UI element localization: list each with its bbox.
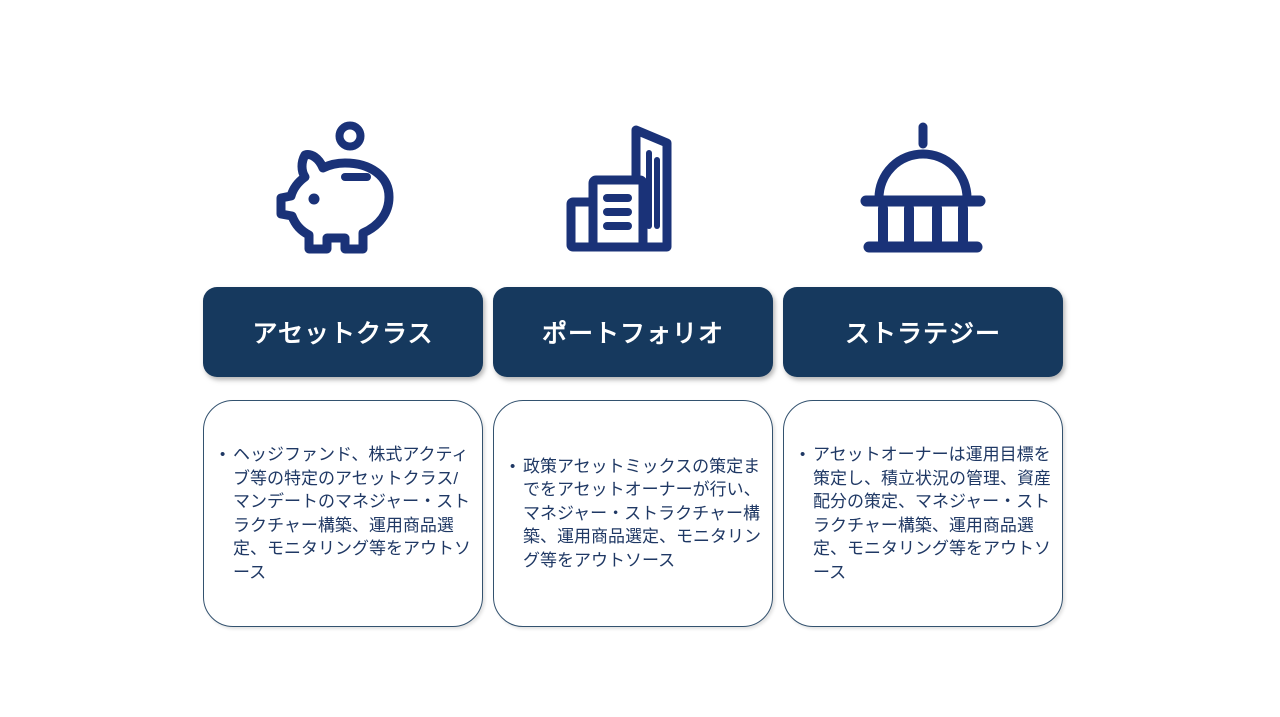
- icon-area: [493, 0, 773, 287]
- column-asset-class: アセットクラス • ヘッジファンド、株式アクティブ等の特定のアセットクラス/マン…: [203, 0, 483, 627]
- bullet-text: アセットオーナーは運用目標を策定し、積立状況の管理、資産配分の策定、マネジャー・…: [813, 445, 1051, 582]
- body-card-portfolio: • 政策アセットミックスの策定までをアセットオーナーが行い、マネジャー・ストラク…: [493, 400, 773, 627]
- header-label: ポートフォリオ: [541, 320, 724, 348]
- body-card-asset-class: • ヘッジファンド、株式アクティブ等の特定のアセットクラス/マンデートのマネジャ…: [203, 400, 483, 627]
- icon-area: [203, 0, 483, 287]
- bullet-marker: •: [220, 446, 226, 463]
- header-label: ストラテジー: [844, 320, 1001, 348]
- icon-area: [783, 0, 1063, 287]
- column-strategy: ストラテジー • アセットオーナーは運用目標を策定し、積立状況の管理、資産配分の…: [783, 0, 1063, 627]
- bullet-item: • ヘッジファンド、株式アクティブ等の特定のアセットクラス/マンデートのマネジャ…: [220, 443, 472, 584]
- bullet-text: ヘッジファンド、株式アクティブ等の特定のアセットクラス/マンデートのマネジャー・…: [233, 445, 471, 582]
- city-buildings-icon: [563, 120, 703, 265]
- bullet-item: • アセットオーナーは運用目標を策定し、積立状況の管理、資産配分の策定、マネジャ…: [800, 443, 1052, 584]
- piggy-bank-icon: [273, 120, 413, 265]
- bullet-marker: •: [510, 457, 516, 475]
- header-band-portfolio: ポートフォリオ: [493, 287, 773, 377]
- header-band-asset-class: アセットクラス: [203, 287, 483, 377]
- capitol-dome-icon: [853, 120, 993, 265]
- three-column-layout: アセットクラス • ヘッジファンド、株式アクティブ等の特定のアセットクラス/マン…: [203, 0, 1063, 627]
- body-card-strategy: • アセットオーナーは運用目標を策定し、積立状況の管理、資産配分の策定、マネジャ…: [783, 400, 1063, 627]
- header-label: アセットクラス: [252, 320, 434, 348]
- bullet-text: 政策アセットミックスの策定までをアセットオーナーが行い、マネジャー・ストラクチャ…: [523, 456, 761, 570]
- bullet-marker: •: [800, 446, 806, 463]
- header-band-strategy: ストラテジー: [783, 287, 1063, 377]
- bullet-item: • 政策アセットミックスの策定までをアセットオーナーが行い、マネジャー・ストラク…: [510, 455, 762, 573]
- column-portfolio: ポートフォリオ • 政策アセットミックスの策定までをアセットオーナーが行い、マネ…: [493, 0, 773, 627]
